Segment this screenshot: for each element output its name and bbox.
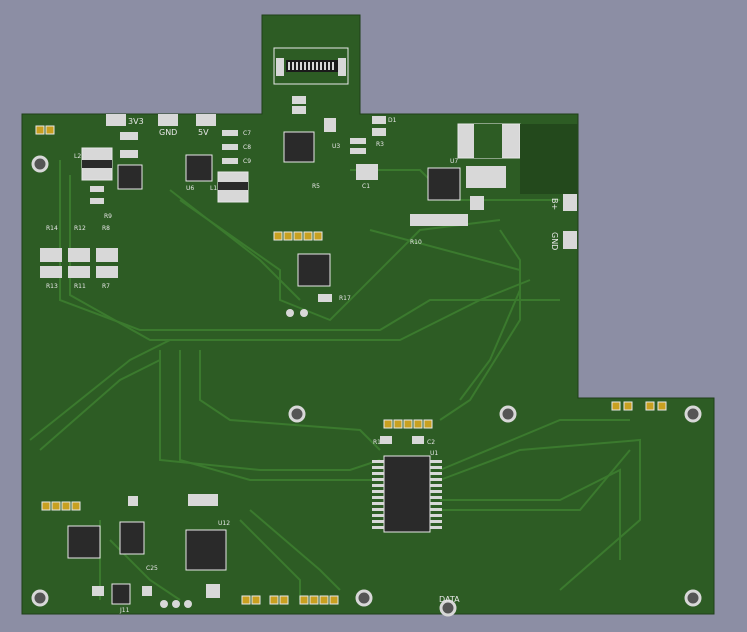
svg-text:R10: R10: [410, 239, 422, 246]
svg-text:C8: C8: [243, 144, 251, 151]
svg-text:R3: R3: [376, 141, 384, 148]
svg-text:R12: R12: [74, 225, 86, 232]
label-data: DATA: [439, 595, 460, 604]
svg-text:R7: R7: [102, 283, 110, 290]
svg-text:U6: U6: [186, 185, 194, 192]
svg-text:C9: C9: [243, 158, 251, 165]
svg-text:R11: R11: [74, 283, 86, 290]
svg-text:U1: U1: [430, 450, 438, 457]
svg-text:R17: R17: [339, 295, 351, 302]
svg-text:U3: U3: [332, 143, 340, 150]
svg-text:R14: R14: [46, 225, 58, 232]
gold-header-pads: [35, 125, 667, 605]
svg-text:C7: C7: [243, 130, 251, 137]
svg-text:J11: J11: [119, 607, 130, 614]
label-batt-gnd: GND: [550, 232, 559, 250]
power-pads: [106, 114, 577, 249]
label-5v: 5V: [198, 128, 209, 137]
usb-connector: [273, 47, 349, 85]
svg-text:C25: C25: [146, 565, 158, 572]
label-gnd-top: GND: [159, 128, 177, 137]
svg-text:L2: L2: [74, 153, 81, 160]
svg-text:R5: R5: [312, 183, 320, 190]
smd-passives: [40, 96, 506, 598]
svg-text:C2: C2: [427, 439, 435, 446]
silkscreen-refdes: L2 L1 U6 U3 U1 U12 U7 D1 R1 C1 C2 C7 C8 …: [46, 117, 458, 614]
svg-text:R13: R13: [46, 283, 58, 290]
svg-text:C1: C1: [362, 183, 370, 190]
power-components: [81, 123, 578, 203]
svg-text:L1: L1: [210, 185, 217, 192]
svg-text:U12: U12: [218, 520, 230, 527]
svg-text:R9: R9: [104, 213, 112, 220]
svg-text:R8: R8: [102, 225, 110, 232]
svg-text:R1: R1: [373, 439, 381, 446]
svg-text:D1: D1: [388, 117, 397, 124]
label-batt-plus: B+: [550, 198, 559, 210]
ic-packages: [67, 131, 461, 605]
label-3v3: 3V3: [128, 117, 144, 126]
svg-text:U7: U7: [450, 158, 458, 165]
